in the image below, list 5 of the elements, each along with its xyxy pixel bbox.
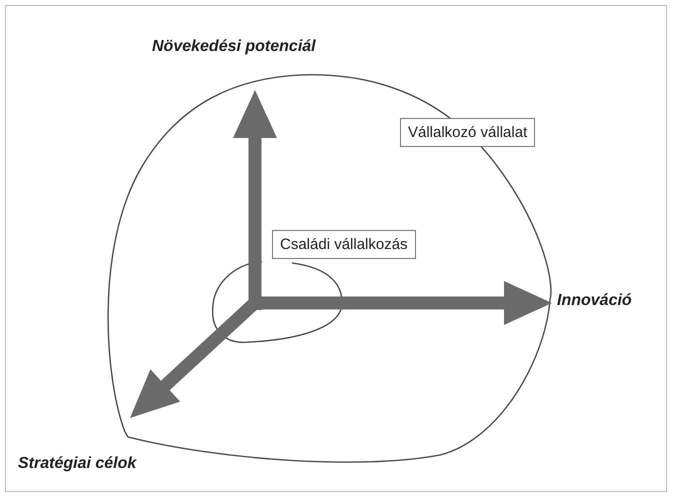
axis-label: Innováció (557, 292, 632, 310)
axis-label: Növekedési potenciál (152, 38, 316, 56)
axis-label: Stratégiai célok (18, 455, 136, 473)
name-label: Családi vállalkozás (272, 230, 416, 259)
name-label: Vállalkozó vállalat (400, 118, 536, 147)
